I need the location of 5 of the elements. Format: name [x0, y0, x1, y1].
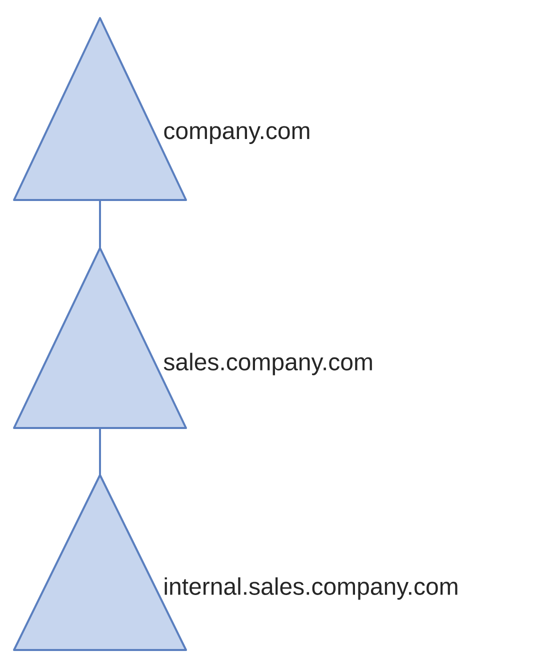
domain-label: sales.company.com: [164, 352, 372, 376]
connector-line: [99, 428, 101, 475]
domain-label: internal.sales.company.com: [164, 577, 458, 600]
domain-label: company.com: [164, 126, 310, 144]
connector-line: [99, 200, 101, 248]
